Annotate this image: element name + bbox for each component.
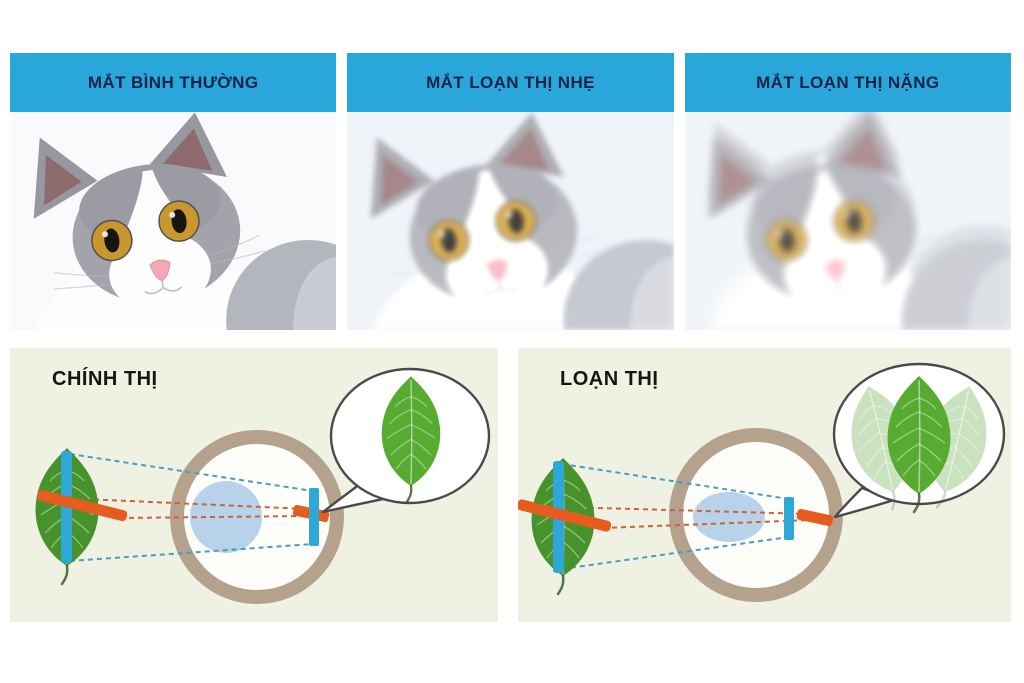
light-rays-orange: [39, 496, 308, 519]
light-rays-blue: [561, 463, 790, 570]
diagram-title: LOẠN THỊ: [560, 368, 659, 390]
header-label: MẮT LOẠN THỊ NẶNG: [756, 72, 940, 92]
speech-bubble: [832, 362, 1006, 519]
panel-header: MẮT LOẠN THỊ NHẸ: [347, 53, 674, 112]
vision-panel-normal: MẮT BÌNH THƯỜNG: [10, 53, 337, 330]
eye-lens: [190, 481, 262, 553]
focal-bar-blue-before-retina: [784, 497, 794, 540]
eye-diagram-emmetropia: [34, 367, 491, 604]
panel-header: MẮT BÌNH THƯỜNG: [10, 53, 337, 112]
object-bar-horizontal: [37, 489, 128, 522]
cat-image-icon: [359, 112, 674, 330]
cat-photo-mild-blur: [347, 112, 674, 330]
vision-panel-mild-astigmatism: MẮT LOẠN THỊ NHẸ: [347, 53, 674, 330]
eye-diagram-astigmatism: [518, 362, 1006, 602]
cat-image-icon: [697, 112, 1011, 330]
diagram-row: CHÍNH THỊ: [10, 348, 1011, 622]
diagram-panel-emmetropia: CHÍNH THỊ: [10, 348, 498, 622]
cat-image-icon: [22, 112, 337, 330]
diagram-title: CHÍNH THỊ: [52, 368, 158, 390]
panel-header: MẮT LOẠN THỊ NẶNG: [684, 53, 1011, 112]
cat-photo-clear: [10, 112, 337, 330]
cat-photo-severe-blur: [684, 112, 1011, 330]
comparison-row: MẮT BÌNH THƯỜNG MẮT LOẠN THỊ NHẸ MẮT LOẠ…: [10, 53, 1011, 330]
header-label: MẮT LOẠN THỊ NHẸ: [426, 72, 595, 92]
eye-lens: [693, 492, 765, 542]
header-label: MẮT BÌNH THƯỜNG: [87, 72, 259, 92]
light-rays-blue: [69, 453, 314, 562]
retina-bar-blue: [309, 488, 319, 546]
eyeball-icon: [669, 428, 843, 602]
vision-panel-severe-astigmatism: MẮT LOẠN THỊ NẶNG: [684, 53, 1011, 330]
retina-bar-orange: [796, 508, 834, 527]
speech-bubble: [321, 367, 491, 514]
object-bar-horizontal: [518, 499, 612, 532]
diagram-panel-astigmatism: LOẠN THỊ: [518, 348, 1011, 622]
